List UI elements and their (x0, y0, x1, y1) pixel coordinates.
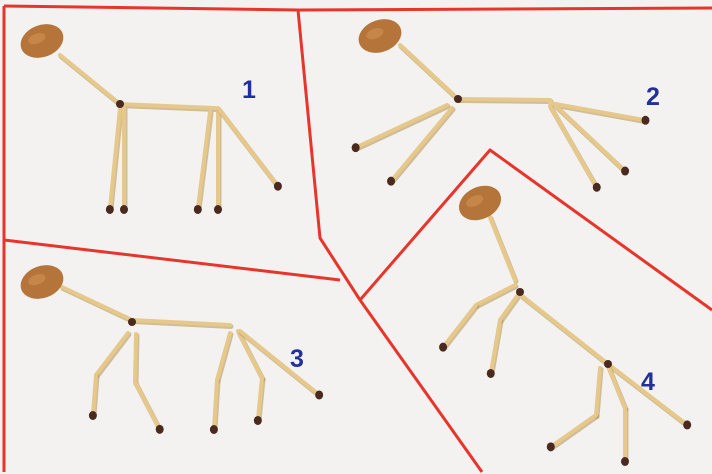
clay-heads (16, 13, 507, 304)
match-head (547, 442, 555, 451)
joint-dot (604, 360, 612, 368)
match-head (254, 416, 262, 425)
match-head (439, 343, 447, 352)
match-head (683, 420, 691, 429)
match-head (352, 143, 360, 152)
joint-dot (516, 288, 524, 296)
panel-borders (4, 6, 712, 472)
figure-number-1: 1 (242, 76, 256, 105)
match-head (106, 205, 114, 214)
matchstick (476, 285, 515, 305)
match-head (387, 177, 395, 186)
panel-border-line (360, 150, 712, 310)
figure-number-2: 2 (646, 83, 660, 112)
match-head (487, 369, 495, 378)
joint-dot (454, 95, 462, 103)
matchsticks (60, 45, 691, 466)
joint-dot (128, 318, 136, 326)
figure-number-4: 4 (641, 368, 655, 397)
match-head (210, 425, 218, 434)
matchstick (62, 287, 132, 320)
match-head (593, 183, 601, 192)
matchstick (217, 333, 230, 380)
panel-border-line (298, 10, 360, 300)
matchstick (218, 108, 277, 185)
matchstick (357, 105, 447, 147)
matchstick (400, 45, 458, 99)
matchstick (550, 106, 596, 186)
matchstick (96, 333, 128, 375)
matchstick (60, 55, 120, 104)
matchstick (198, 112, 210, 208)
match-head (120, 205, 128, 214)
match-head (89, 411, 97, 420)
matchstick (522, 296, 608, 364)
matchstick (135, 382, 159, 428)
matchstick (552, 415, 596, 446)
figure-number-3: 3 (290, 345, 304, 374)
match-head (315, 390, 323, 399)
match-head (641, 116, 649, 125)
match-head (621, 167, 629, 176)
match-head (621, 457, 629, 466)
matchstick (135, 334, 136, 382)
joint-dot (116, 100, 124, 108)
matchstick (500, 292, 520, 320)
match-head (274, 182, 282, 191)
matchstick (490, 217, 515, 280)
panel-border-line (4, 6, 712, 10)
match-head (214, 205, 222, 214)
matchstick (458, 99, 550, 100)
matchstick (444, 305, 476, 346)
match-head (156, 425, 164, 434)
match-head (194, 205, 202, 214)
